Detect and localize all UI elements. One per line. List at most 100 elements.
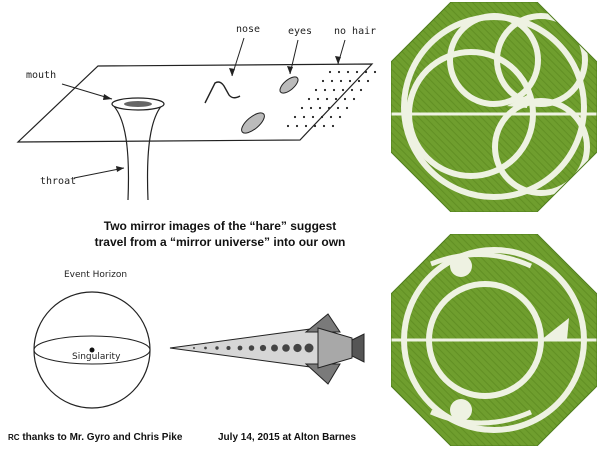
hair-dot — [338, 115, 342, 119]
crop-row — [492, 2, 597, 212]
singularity-label: Singularity — [72, 352, 121, 362]
hair-dot — [307, 97, 311, 101]
no-hair-dots — [286, 70, 377, 128]
event-horizon-label: Event Horizon — [64, 270, 128, 280]
crop-row — [492, 234, 597, 446]
crop-row — [391, 2, 597, 212]
hair-dot — [295, 124, 299, 128]
hair-dot — [318, 106, 322, 110]
crop-row — [391, 2, 459, 212]
hair-dot — [323, 88, 327, 92]
eye-upper — [279, 76, 299, 94]
hair-dot — [332, 88, 336, 92]
porthole — [193, 347, 195, 349]
hair-dot — [314, 88, 318, 92]
crop-row — [391, 2, 557, 212]
bottom-node — [450, 399, 472, 421]
hair-dot — [313, 124, 317, 128]
arrow-hair-head — [335, 56, 341, 64]
crop-row — [534, 2, 597, 212]
top-node — [450, 255, 472, 277]
crop-row — [391, 2, 536, 212]
arrow-eyes-head — [287, 66, 293, 74]
porthole — [215, 346, 219, 350]
arrow-mouth-head — [103, 94, 112, 100]
hair-dot — [352, 97, 356, 101]
wormhole-face-diagram — [16, 37, 377, 201]
credit-thanks: RC thanks to Mr. Gyro and Chris Pike — [8, 432, 182, 443]
hair-dot — [331, 124, 335, 128]
crop-row — [485, 2, 597, 212]
label-eyes: eyes — [288, 26, 313, 37]
hair-dot — [304, 124, 308, 128]
hair-dot — [330, 79, 334, 83]
hair-dot — [373, 70, 377, 74]
arrow-nose-head — [229, 68, 235, 76]
hair-dot — [337, 70, 341, 74]
eye-lower — [241, 112, 265, 134]
hair-dot — [327, 106, 331, 110]
hair-dot — [328, 70, 332, 74]
caption-line-2: travel from a “mirror universe” into our… — [94, 235, 346, 249]
credit-rc: RC — [8, 433, 20, 442]
throat-funnel — [111, 103, 164, 201]
hair-dot — [300, 106, 304, 110]
label-mouth: mouth — [26, 70, 57, 81]
hair-dot — [336, 106, 340, 110]
hair-dot — [321, 79, 325, 83]
left-arc — [447, 13, 541, 107]
crop-row — [520, 2, 597, 212]
hair-dot — [316, 97, 320, 101]
porthole — [248, 345, 255, 351]
crop-row — [391, 2, 522, 212]
crop-row — [391, 2, 487, 212]
label-no-hair: no hair — [334, 26, 377, 37]
hair-dot — [355, 70, 359, 74]
hair-dot — [286, 124, 290, 128]
hair-dot — [366, 79, 370, 83]
mouth-inner — [124, 101, 152, 107]
crop-row — [443, 2, 597, 212]
crop-row — [391, 2, 529, 212]
credit-date-place: July 14, 2015 at Alton Barnes — [218, 432, 357, 443]
crop-row — [499, 234, 597, 446]
porthole — [259, 344, 267, 352]
plane-surface — [16, 63, 374, 143]
hair-dot — [334, 97, 338, 101]
crop-row — [471, 2, 597, 212]
arrow-throat — [73, 167, 125, 179]
nose-shape — [204, 81, 241, 104]
crop-row — [391, 2, 550, 212]
hair-dot — [364, 70, 368, 74]
porthole — [282, 344, 290, 352]
crop-row — [391, 234, 466, 446]
hair-dot — [345, 106, 349, 110]
hair-dot — [341, 88, 345, 92]
lower-arc — [492, 98, 590, 196]
spacecraft-exhaust — [351, 333, 365, 363]
crop-row — [391, 2, 564, 212]
ear-shape — [507, 94, 529, 108]
porthole — [271, 344, 278, 352]
hair-dot — [339, 79, 343, 83]
hair-dot — [359, 88, 363, 92]
porthole — [304, 343, 314, 353]
upper-crescent — [430, 251, 533, 269]
spacecraft-tail — [317, 327, 353, 369]
caption: Two mirror images of the “hare” suggest … — [40, 218, 400, 250]
hair-dot — [325, 97, 329, 101]
crop-row — [506, 2, 597, 212]
hair-dot — [343, 97, 347, 101]
singularity-point — [89, 347, 95, 353]
hair-dot — [309, 106, 313, 110]
crop-row — [391, 234, 480, 446]
hair-dot — [322, 124, 326, 128]
crop-row — [506, 234, 597, 446]
label-nose: nose — [236, 24, 261, 35]
crop-row — [436, 2, 597, 212]
hair-dot — [293, 115, 297, 119]
crop-row — [391, 2, 494, 212]
crop-row — [391, 234, 459, 446]
crop-row — [520, 234, 597, 446]
crop-circle-photo-bottom — [391, 234, 597, 446]
